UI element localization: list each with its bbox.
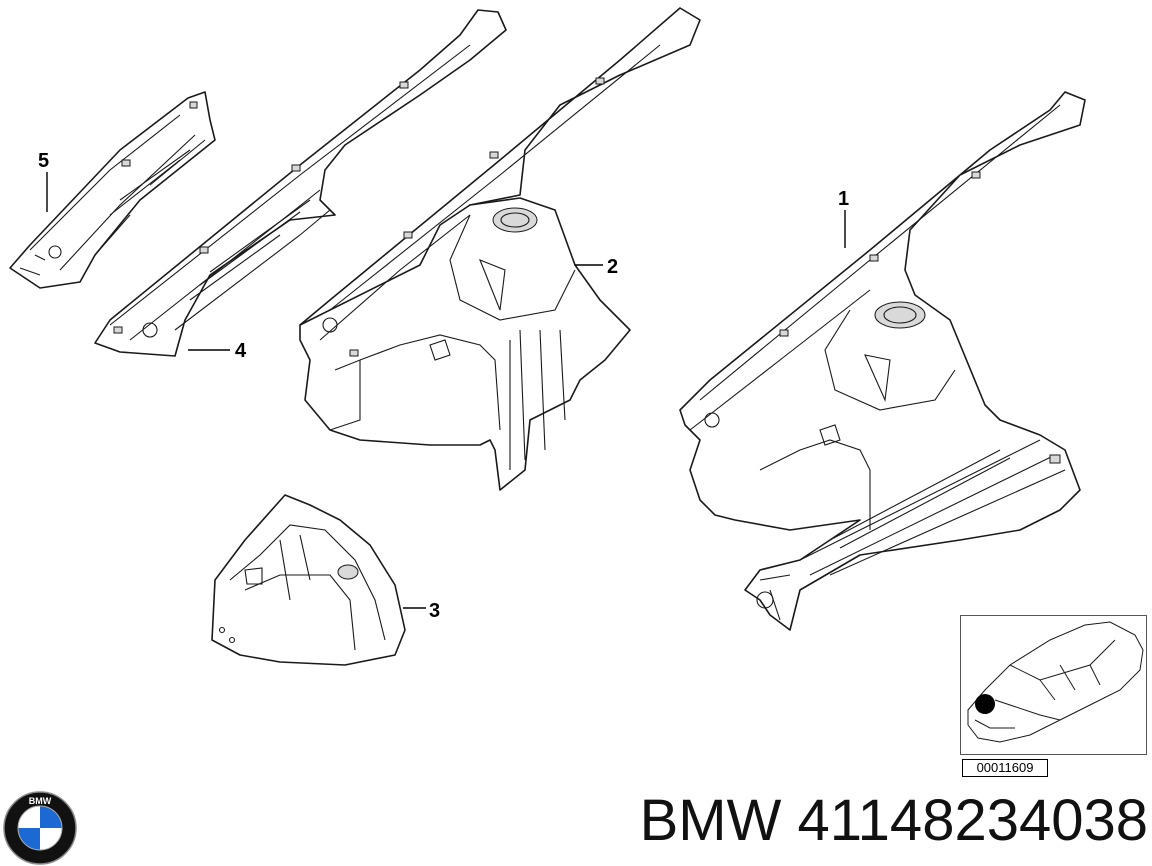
callout-4: 4 (235, 340, 247, 362)
callout-5: 5 (38, 150, 49, 172)
logo-text: BMW (29, 796, 52, 806)
car-thumbnail (967, 621, 1144, 743)
part-2-drawing (299, 7, 701, 491)
callout-2: 2 (607, 256, 618, 278)
callout-1: 1 (838, 188, 849, 210)
part-number: BMW 41148234038 (639, 788, 1148, 853)
bmw-roundel-icon: BMW (3, 791, 77, 865)
part-4-drawing (94, 9, 507, 357)
part-5-drawing (9, 91, 216, 289)
part-1-drawing (679, 91, 1086, 631)
reference-code: 00011609 (962, 759, 1048, 777)
callout-3: 3 (429, 600, 440, 622)
part-3-drawing (211, 494, 406, 666)
